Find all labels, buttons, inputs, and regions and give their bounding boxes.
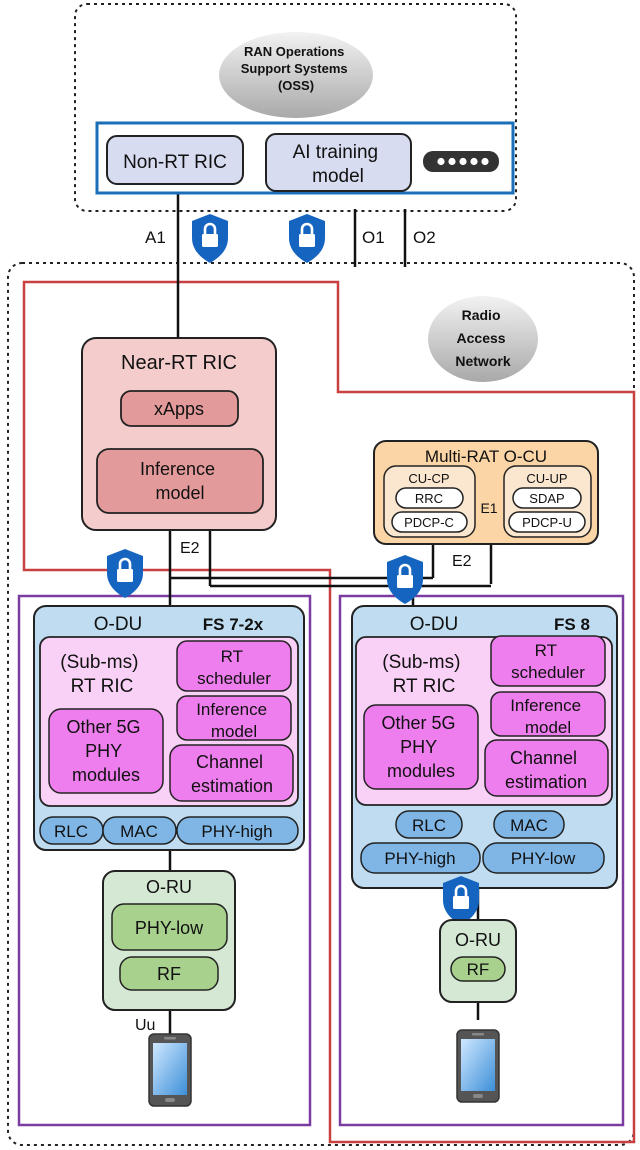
other-phy-right-label: Other 5G PHY modules	[381, 713, 460, 781]
channel-est-right-label: Channel estimation	[505, 748, 587, 792]
other-phy-left-label: Other 5G PHY modules	[66, 717, 145, 785]
near-rt-inference-box[interactable]	[96, 448, 264, 514]
oss-label: RAN Operations Support Systems (OSS)	[241, 44, 352, 93]
inference-left-box[interactable]	[176, 695, 292, 741]
right-deployment-boundary	[338, 594, 625, 1127]
mac-left-label: MAC	[120, 822, 158, 841]
phy-low-left-box[interactable]	[111, 903, 228, 951]
smartphone-icon	[148, 1033, 192, 1107]
other-phy-left-box[interactable]	[48, 708, 164, 794]
o2-label: O2	[413, 228, 436, 247]
phy-high-left-label: PHY-high	[201, 822, 272, 841]
o-du-left-fs: FS 7-2x	[203, 615, 264, 634]
pdcp-u-label: PDCP-U	[522, 515, 572, 530]
sdap-pill[interactable]	[512, 487, 582, 509]
rf-right-pill[interactable]	[450, 956, 506, 982]
non-rt-ric-label: Non-RT RIC	[123, 152, 227, 173]
rlc-right-pill[interactable]	[395, 810, 463, 839]
o-ru-left-title: O-RU	[146, 877, 192, 897]
rt-scheduler-left-label: RT scheduler	[197, 647, 271, 688]
non-rt-ric-box[interactable]	[106, 135, 244, 185]
left-deployment-boundary	[17, 594, 312, 1127]
rlc-right-label: RLC	[412, 816, 446, 835]
rt-scheduler-left-box[interactable]	[176, 640, 292, 692]
channel-est-left-label: Channel estimation	[191, 752, 273, 796]
phy-low-right-label: PHY-low	[511, 849, 576, 868]
xapps-label: xApps	[154, 399, 204, 419]
e2-right-label: E2	[452, 553, 472, 570]
phy-high-right-pill[interactable]	[360, 842, 481, 874]
smo-box	[95, 121, 515, 195]
rrc-label: RRC	[415, 491, 443, 506]
rf-left-box[interactable]	[119, 956, 219, 991]
smartphone-icon	[456, 1029, 500, 1103]
o-du-right-fs: FS 8	[554, 615, 590, 634]
rf-left-label: RF	[157, 964, 181, 984]
a1-label: A1	[145, 228, 166, 247]
ran-region	[7, 262, 635, 1146]
phy-high-right-label: PHY-high	[384, 849, 455, 868]
mac-left-pill[interactable]	[102, 816, 177, 845]
rlc-left-label: RLC	[54, 822, 88, 841]
lock-shield-icon	[287, 212, 327, 265]
pdcp-c-pill[interactable]	[391, 511, 468, 533]
near-rt-ric-title: Near-RT RIC	[121, 352, 237, 374]
channel-est-right-box[interactable]	[484, 739, 609, 797]
o-du-left-title: O-DU	[94, 614, 143, 635]
lock-shield-icon	[190, 212, 230, 265]
ai-training-box[interactable]	[265, 133, 412, 192]
rt-ric-right-label: (Sub-ms) RT RIC	[382, 652, 465, 697]
inference-right-box[interactable]	[490, 691, 606, 737]
mac-right-pill[interactable]	[493, 810, 565, 839]
cu-cp-label: CU-CP	[408, 471, 449, 486]
o1-label: O1	[362, 228, 385, 247]
inference-left-label: Inference model	[196, 700, 272, 741]
oss-ellipse	[219, 32, 373, 118]
inference-right-label: Inference model	[510, 696, 586, 737]
ai-training-label: AI training model	[293, 142, 384, 187]
sdap-label: SDAP	[529, 491, 564, 506]
pdcp-c-label: PDCP-C	[404, 515, 454, 530]
e1-label: E1	[480, 500, 497, 516]
near-rt-inference-label: Inference model	[140, 459, 220, 503]
e2-left-label: E2	[180, 540, 200, 557]
xapps-box[interactable]	[120, 390, 239, 427]
o-ru-right-title: O-RU	[455, 930, 501, 950]
pdcp-u-pill[interactable]	[508, 511, 586, 533]
cu-up-label: CU-UP	[526, 471, 567, 486]
uu-label: Uu	[135, 1017, 155, 1034]
rt-scheduler-right-label: RT scheduler	[511, 641, 585, 682]
lock-shield-icon	[105, 547, 145, 600]
mac-right-label: MAC	[510, 816, 548, 835]
smo-region	[74, 3, 517, 212]
other-phy-right-box[interactable]	[363, 704, 479, 790]
rt-scheduler-right-box[interactable]	[490, 635, 606, 687]
server-icon	[423, 151, 499, 172]
rt-ric-left-label: (Sub-ms) RT RIC	[60, 652, 143, 697]
phy-low-left-label: PHY-low	[135, 918, 204, 938]
phy-high-left-pill[interactable]	[176, 816, 299, 845]
o-du-right-title: O-DU	[410, 614, 459, 635]
rf-right-label: RF	[467, 960, 490, 979]
lock-shield-icon	[441, 874, 481, 927]
ran-label: Radio Access Network	[455, 307, 510, 369]
ran-ellipse	[428, 296, 538, 382]
phy-low-right-pill[interactable]	[482, 842, 605, 874]
rrc-pill[interactable]	[395, 487, 464, 509]
channel-est-left-box[interactable]	[169, 744, 294, 802]
o-cu-title: Multi-RAT O-CU	[425, 447, 547, 466]
